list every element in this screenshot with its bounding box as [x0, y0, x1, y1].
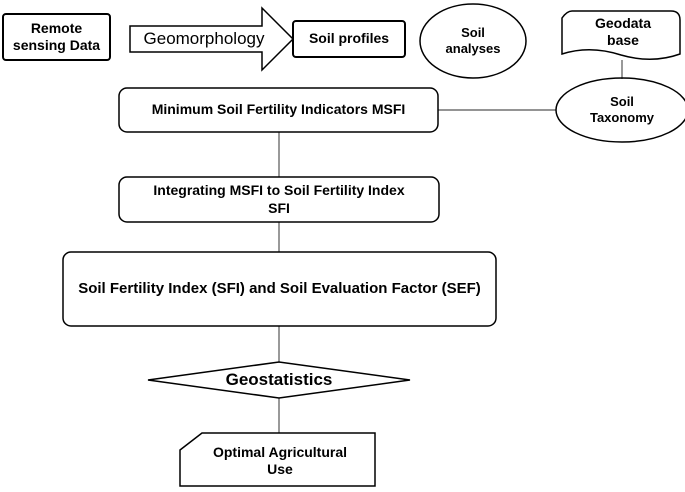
msfi-label: Minimum Soil Fertility Indicators MSFI: [151, 101, 406, 118]
optimal-use-shape: [179, 432, 376, 487]
remote-sensing-box: [2, 13, 111, 61]
geodata-base-shape: [561, 10, 681, 60]
sfi-sef-label: Soil Fertility Index (SFI) and Soil Eval…: [78, 279, 481, 297]
geostatistics-diamond: [147, 361, 411, 399]
integrating-label: Integrating MSFI to Soil Fertility Index…: [153, 182, 405, 216]
soil-analyses-label: Soil analyses: [445, 24, 501, 56]
msfi-box: [118, 87, 439, 133]
geodata-base-label: Geodata base: [594, 14, 651, 49]
geomorphology-label: Geomorphology: [143, 29, 265, 49]
soil-taxonomy-ellipse: [555, 77, 685, 143]
geomorphology-arrow: [129, 6, 295, 72]
soil-profiles-box: [292, 20, 406, 58]
remote-sensing-label: Remote sensing Data: [12, 19, 101, 54]
soil-profiles-label: Soil profiles: [308, 30, 390, 47]
integrating-box: [118, 176, 440, 223]
soil-analyses-ellipse: [419, 3, 527, 79]
geostatistics-label: Geostatistics: [225, 370, 333, 390]
optimal-use-label: Optimal Agricultural Use: [212, 443, 348, 478]
sfi-sef-box: [62, 251, 497, 327]
soil-taxonomy-label: Soil Taxonomy: [589, 93, 655, 125]
